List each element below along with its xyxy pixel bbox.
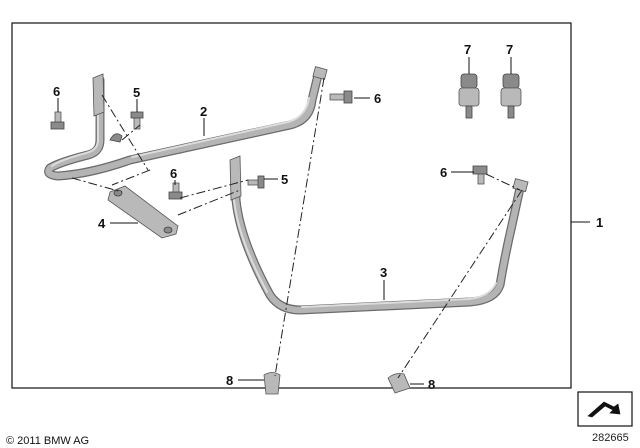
bolt-6b[interactable]: [329, 90, 353, 104]
callout-5a: 5: [133, 85, 140, 100]
diagram-frame: [11, 22, 572, 389]
callout-2: 2: [200, 104, 207, 119]
diagram-id: 282665: [592, 432, 629, 444]
bolt-6c[interactable]: [168, 182, 183, 200]
arrow-direction-icon: [577, 391, 633, 427]
bracket-2[interactable]: [44, 66, 328, 181]
clamp-8b[interactable]: [387, 373, 411, 394]
plate-4[interactable]: [107, 185, 179, 239]
buffer-7b[interactable]: [500, 73, 522, 119]
buffer-7a[interactable]: [458, 73, 480, 119]
alignment-lines: [71, 77, 523, 379]
callout-8b: 8: [428, 377, 435, 392]
callout-8a: 8: [226, 373, 233, 388]
callout-4: 4: [98, 216, 106, 231]
callout-7b: 7: [506, 42, 513, 57]
callout-6a: 6: [53, 84, 60, 99]
bracket-3[interactable]: [229, 155, 529, 315]
callout-7a: 7: [464, 42, 471, 57]
callout-leaders: [57, 57, 512, 385]
copyright-text: © 2011 BMW AG: [6, 435, 89, 447]
callout-5b: 5: [281, 172, 288, 187]
screw-5b[interactable]: [247, 175, 265, 189]
callout-6b: 6: [374, 91, 381, 106]
callout-6d: 6: [440, 165, 447, 180]
callout-6c: 6: [170, 166, 177, 181]
clamp-8a[interactable]: [263, 372, 281, 395]
callout-1: 1: [596, 215, 603, 230]
callout-3: 3: [380, 265, 387, 280]
screw-5a[interactable]: [130, 111, 144, 130]
bolt-6d[interactable]: [472, 165, 488, 185]
bolt-6a[interactable]: [50, 111, 65, 130]
